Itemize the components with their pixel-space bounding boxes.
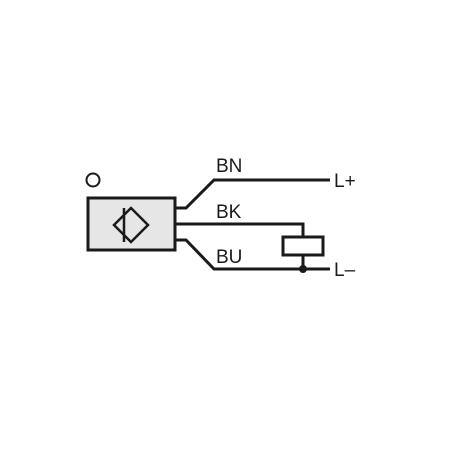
led-indicator-icon [85, 172, 101, 188]
wire-label-bk: BK [216, 202, 242, 223]
wire-label-bu: BU [216, 247, 242, 268]
wire-label-bn: BN [216, 156, 242, 177]
wire-bn [175, 178, 330, 210]
junction-dot [299, 265, 307, 273]
terminal-label-positive: L+ [334, 171, 356, 192]
wire-bk [175, 222, 305, 237]
load-resistor-icon [281, 235, 325, 257]
terminal-label-negative: L– [334, 260, 356, 281]
wire-bu [175, 238, 330, 271]
inductive-proximity-sensor-icon [112, 206, 150, 244]
